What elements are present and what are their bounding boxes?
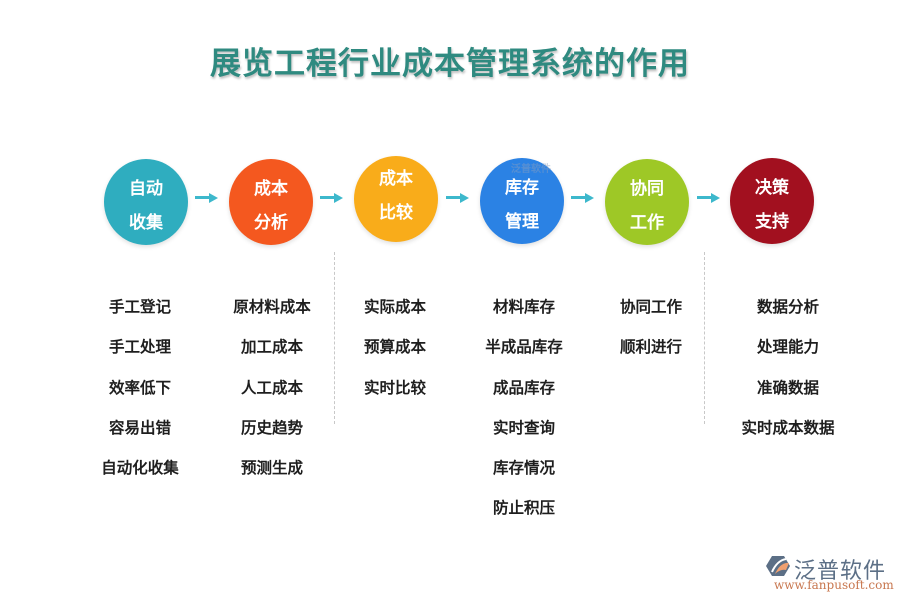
hexagon-logo-icon — [766, 556, 790, 576]
list-item: 原材料成本 — [233, 298, 311, 316]
step-circle-auto-collect: 自动 收集 — [104, 159, 188, 245]
list-item: 自动化收集 — [101, 459, 179, 478]
page-title: 展览工程行业成本管理系统的作用 — [210, 46, 690, 82]
list-item: 历史趋势 — [240, 418, 303, 437]
step-label-line1: 自动 — [129, 179, 163, 199]
column-collaboration: 协同工作 顺利进行 — [576, 296, 726, 377]
list-item: 防止积压 — [492, 499, 555, 518]
list-item: 实时查询 — [492, 418, 555, 437]
list-item: 数据分析 — [756, 298, 819, 316]
arrow-right-icon — [320, 193, 344, 203]
column-inventory: 材料库存 半成品库存 成品库存 实时查询 库存情况 防止积压 — [449, 296, 599, 538]
list-item: 容易出错 — [108, 418, 171, 437]
step-circle-collaboration: 协同 工作 — [605, 159, 689, 245]
list-item: 效率低下 — [108, 378, 171, 397]
column-auto-collect: 手工登记 手工处理 效率低下 容易出错 自动化收集 — [65, 296, 215, 497]
step-label-line1: 成本 — [254, 179, 288, 199]
list-item: 材料库存 — [492, 298, 555, 316]
list-item: 手工处理 — [108, 338, 171, 357]
list-item: 预测生成 — [240, 459, 303, 478]
list-item: 手工登记 — [108, 298, 171, 316]
list-item: 预算成本 — [363, 338, 426, 357]
step-label-line1: 协同 — [630, 179, 664, 199]
arrow-right-icon — [195, 193, 219, 203]
brand-url: www.fanpusoft.com — [774, 578, 894, 592]
step-label-line2: 支持 — [755, 212, 789, 232]
step-label-line1: 库存 — [505, 178, 539, 198]
brand-name: 泛普软件 — [794, 559, 887, 584]
step-label-line2: 管理 — [505, 212, 539, 232]
column-cost-compare: 实际成本 预算成本 实时比较 — [320, 296, 470, 417]
column-decision-support: 数据分析 处理能力 准确数据 实时成本数据 — [713, 296, 863, 457]
list-item: 人工成本 — [240, 378, 303, 397]
step-label-line2: 工作 — [630, 213, 664, 233]
brand-logo: 泛普软件 www.fanpusoft.com — [766, 553, 896, 593]
list-item: 处理能力 — [756, 338, 819, 357]
list-item: 实时比较 — [363, 378, 426, 397]
watermark: 泛普软件 — [511, 164, 551, 175]
arrow-right-icon — [697, 193, 721, 203]
step-circle-decision-support: 决策 支持 — [730, 158, 814, 244]
list-item: 顺利进行 — [619, 338, 682, 357]
list-item: 协同工作 — [619, 298, 682, 316]
list-item: 加工成本 — [240, 338, 303, 357]
arrow-right-icon — [446, 193, 470, 203]
step-circle-cost-analysis: 成本 分析 — [229, 159, 313, 245]
dashed-divider — [704, 252, 705, 424]
step-label-line2: 分析 — [254, 213, 288, 233]
step-circle-inventory: 库存 管理 — [480, 158, 564, 244]
dashed-divider — [334, 252, 335, 424]
step-label-line1: 决策 — [755, 178, 789, 198]
list-item: 半成品库存 — [485, 338, 563, 357]
list-item: 库存情况 — [492, 459, 555, 478]
list-item: 实时成本数据 — [741, 418, 835, 437]
step-label-line1: 成本 — [379, 169, 413, 189]
column-cost-analysis: 原材料成本 加工成本 人工成本 历史趋势 预测生成 — [197, 296, 347, 497]
arrow-right-icon — [571, 193, 595, 203]
list-item: 实际成本 — [363, 298, 426, 316]
list-item: 成品库存 — [492, 378, 555, 397]
step-circle-cost-compare: 成本 比较 — [354, 156, 438, 242]
list-item: 准确数据 — [756, 378, 819, 397]
step-label-line2: 比较 — [379, 203, 413, 223]
step-label-line2: 收集 — [129, 213, 163, 233]
